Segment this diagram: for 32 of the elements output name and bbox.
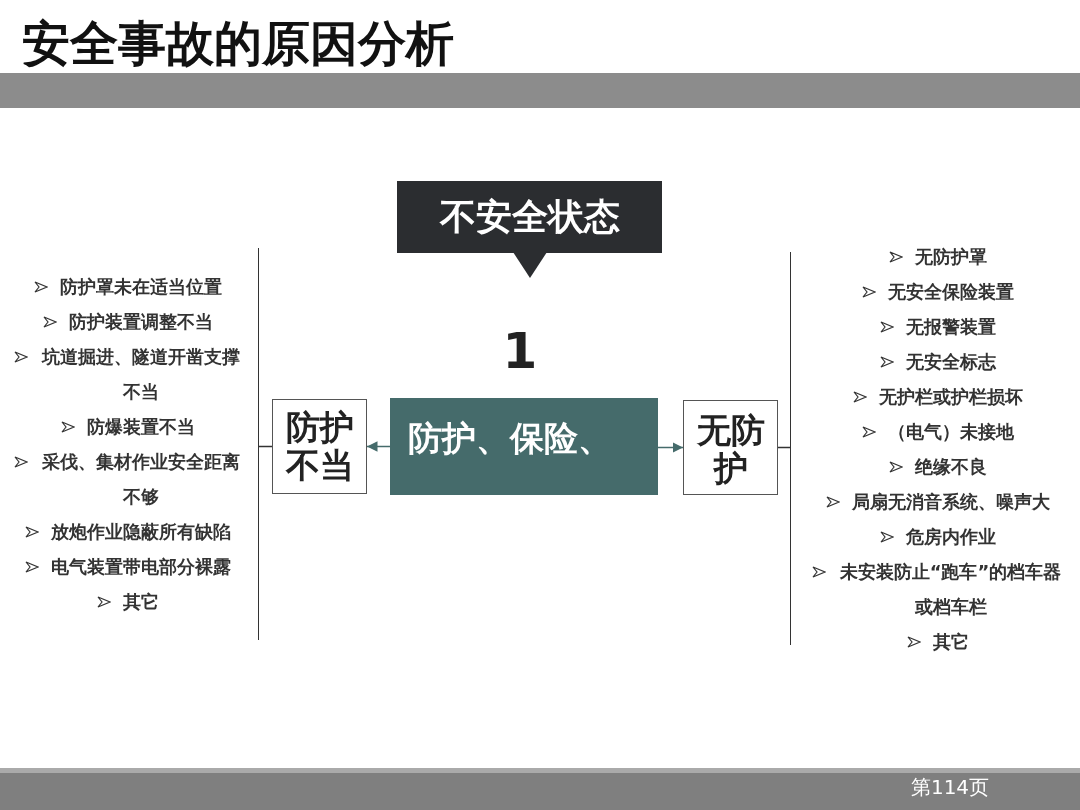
- list-item-text: 无报警装置: [905, 314, 996, 339]
- list-item-text: 局扇无消音系统、噪声大: [851, 489, 1050, 514]
- list-item-text: 电气装置带电部分裸露: [51, 555, 231, 579]
- arrow: [657, 442, 684, 453]
- list-item-text: 绝缘不良: [914, 454, 987, 479]
- node-text: 防护、保险、: [408, 417, 613, 460]
- list-item-text: 放炮作业隐蔽所有缺陷: [51, 520, 231, 544]
- list-item-text: 防护装置调整不当: [69, 310, 213, 334]
- slide-title: 安全事故的原因分析: [22, 14, 454, 73]
- step-number: 1: [501, 322, 539, 380]
- list-item-text: 无防护罩: [914, 244, 987, 269]
- list-item-text: 坑道掘进、隧道开凿支撑不当: [40, 345, 241, 404]
- list-item-text: 危房内作业: [905, 524, 996, 549]
- process-box: [390, 398, 658, 495]
- list-item-text: （电气）未接地: [887, 419, 1014, 444]
- node-text: 不安全状态: [439, 194, 620, 239]
- category-box: [683, 400, 778, 495]
- list-item-text: 无安全标志: [905, 349, 996, 374]
- list-item-text: 无安全保险装置: [887, 279, 1014, 304]
- node-text: 无防护: [695, 411, 766, 487]
- list-item-text: 采伐、集材作业安全距离不够: [41, 450, 241, 509]
- list-item-text: 无护栏或护栏损坏: [878, 384, 1023, 409]
- node-text: 防护不当: [284, 408, 355, 484]
- list-item-text: 防爆装置不当: [87, 415, 195, 439]
- category-box: [272, 399, 367, 494]
- list-item-text: 其它: [123, 590, 159, 614]
- callout-box: [397, 181, 662, 253]
- list-item-text: 防护罩未在适当位置: [60, 275, 222, 299]
- list-item-text: 其它: [932, 629, 969, 654]
- arrow: [366, 441, 391, 452]
- page-number: 第114页: [909, 774, 991, 801]
- list-item-text: 未安装防止“跑车”的档车器或档车栏: [838, 559, 1063, 619]
